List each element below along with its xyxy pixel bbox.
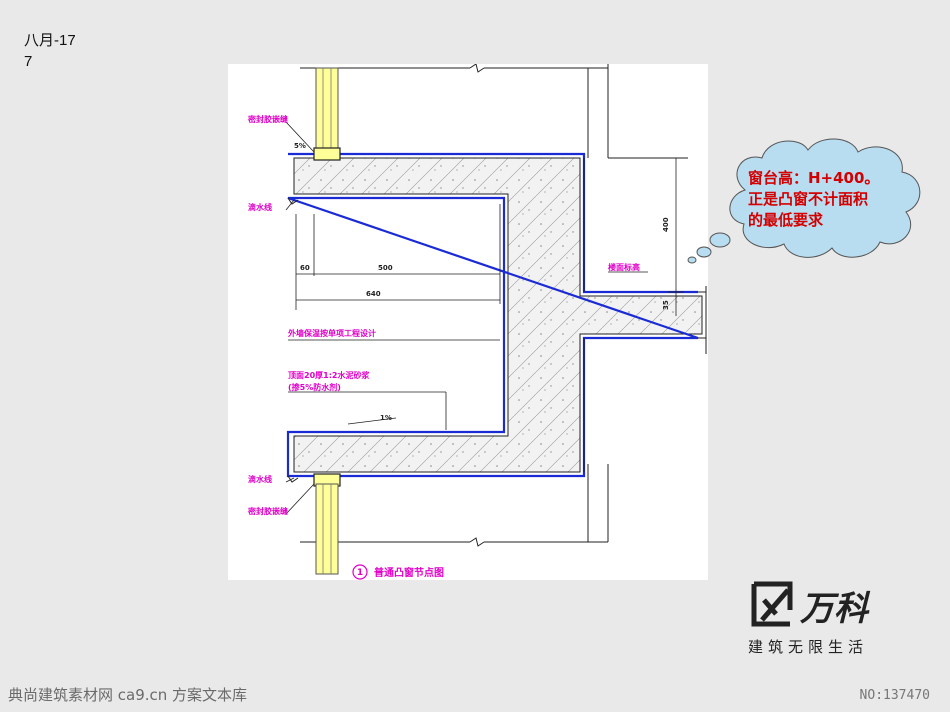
callout-text: 窗台高：H+400。 正是凸窗不计面积 的最低要求 [748, 168, 908, 231]
date-line-1: 八月-17 [24, 32, 76, 49]
label-seal-top: 密封胶嵌缝 [247, 114, 288, 124]
label-drip-bottom: 滴水线 [248, 474, 272, 484]
window-frame-top [313, 67, 341, 161]
label-dim-640: 640 [366, 290, 381, 298]
callout-line-1: 窗台高：H+400。 [748, 169, 880, 187]
label-dim-35: 35 [662, 300, 670, 310]
caption-number: 1 [357, 568, 363, 578]
dimension-lines [288, 157, 684, 430]
caption-text: 普通凸窗节点图 [374, 566, 444, 579]
label-floor-level: 楼面标高 [608, 262, 640, 272]
vanke-logo: 万科 建筑无限生活 [748, 580, 908, 656]
vanke-brand-text: 万科 [799, 589, 871, 629]
window-node-drawing: 密封胶嵌缝 滴水线 外墙保温按单项工程设计 顶面20厚1:2水泥砂浆 (掺5%防… [228, 64, 708, 580]
vanke-slogan: 建筑无限生活 [748, 638, 869, 656]
label-slope-top: 5% [294, 142, 306, 150]
label-exterior-insulation: 外墙保温按单项工程设计 [288, 328, 376, 338]
watermark-left: 典尚建筑素材网 ca9.cn 方案文本库 [8, 686, 248, 704]
label-drip-top: 滴水线 [248, 202, 272, 212]
watermark-right: NO:137470 [859, 688, 930, 703]
slide-date: 八月-17 7 [24, 30, 76, 72]
callout-line-3: 的最低要求 [748, 211, 824, 229]
callout-line-2: 正是凸窗不计面积 [748, 190, 869, 208]
label-dim-400: 400 [662, 217, 670, 232]
vanke-logo-icon: 万科 [751, 581, 871, 629]
window-frame-bottom [313, 473, 341, 575]
drawing-caption: 1 普通凸窗节点图 [352, 564, 444, 580]
label-dim-500: 500 [378, 264, 393, 272]
concrete-section [293, 157, 703, 473]
label-mortar-1: 顶面20厚1:2水泥砂浆 [288, 370, 370, 380]
label-seal-bottom: 密封胶嵌缝 [247, 506, 288, 516]
label-dim-60: 60 [300, 264, 310, 272]
label-slope-bottom: 1% [380, 414, 392, 422]
date-line-2: 7 [24, 53, 33, 70]
label-mortar-2: (掺5%防水剂) [288, 382, 341, 392]
